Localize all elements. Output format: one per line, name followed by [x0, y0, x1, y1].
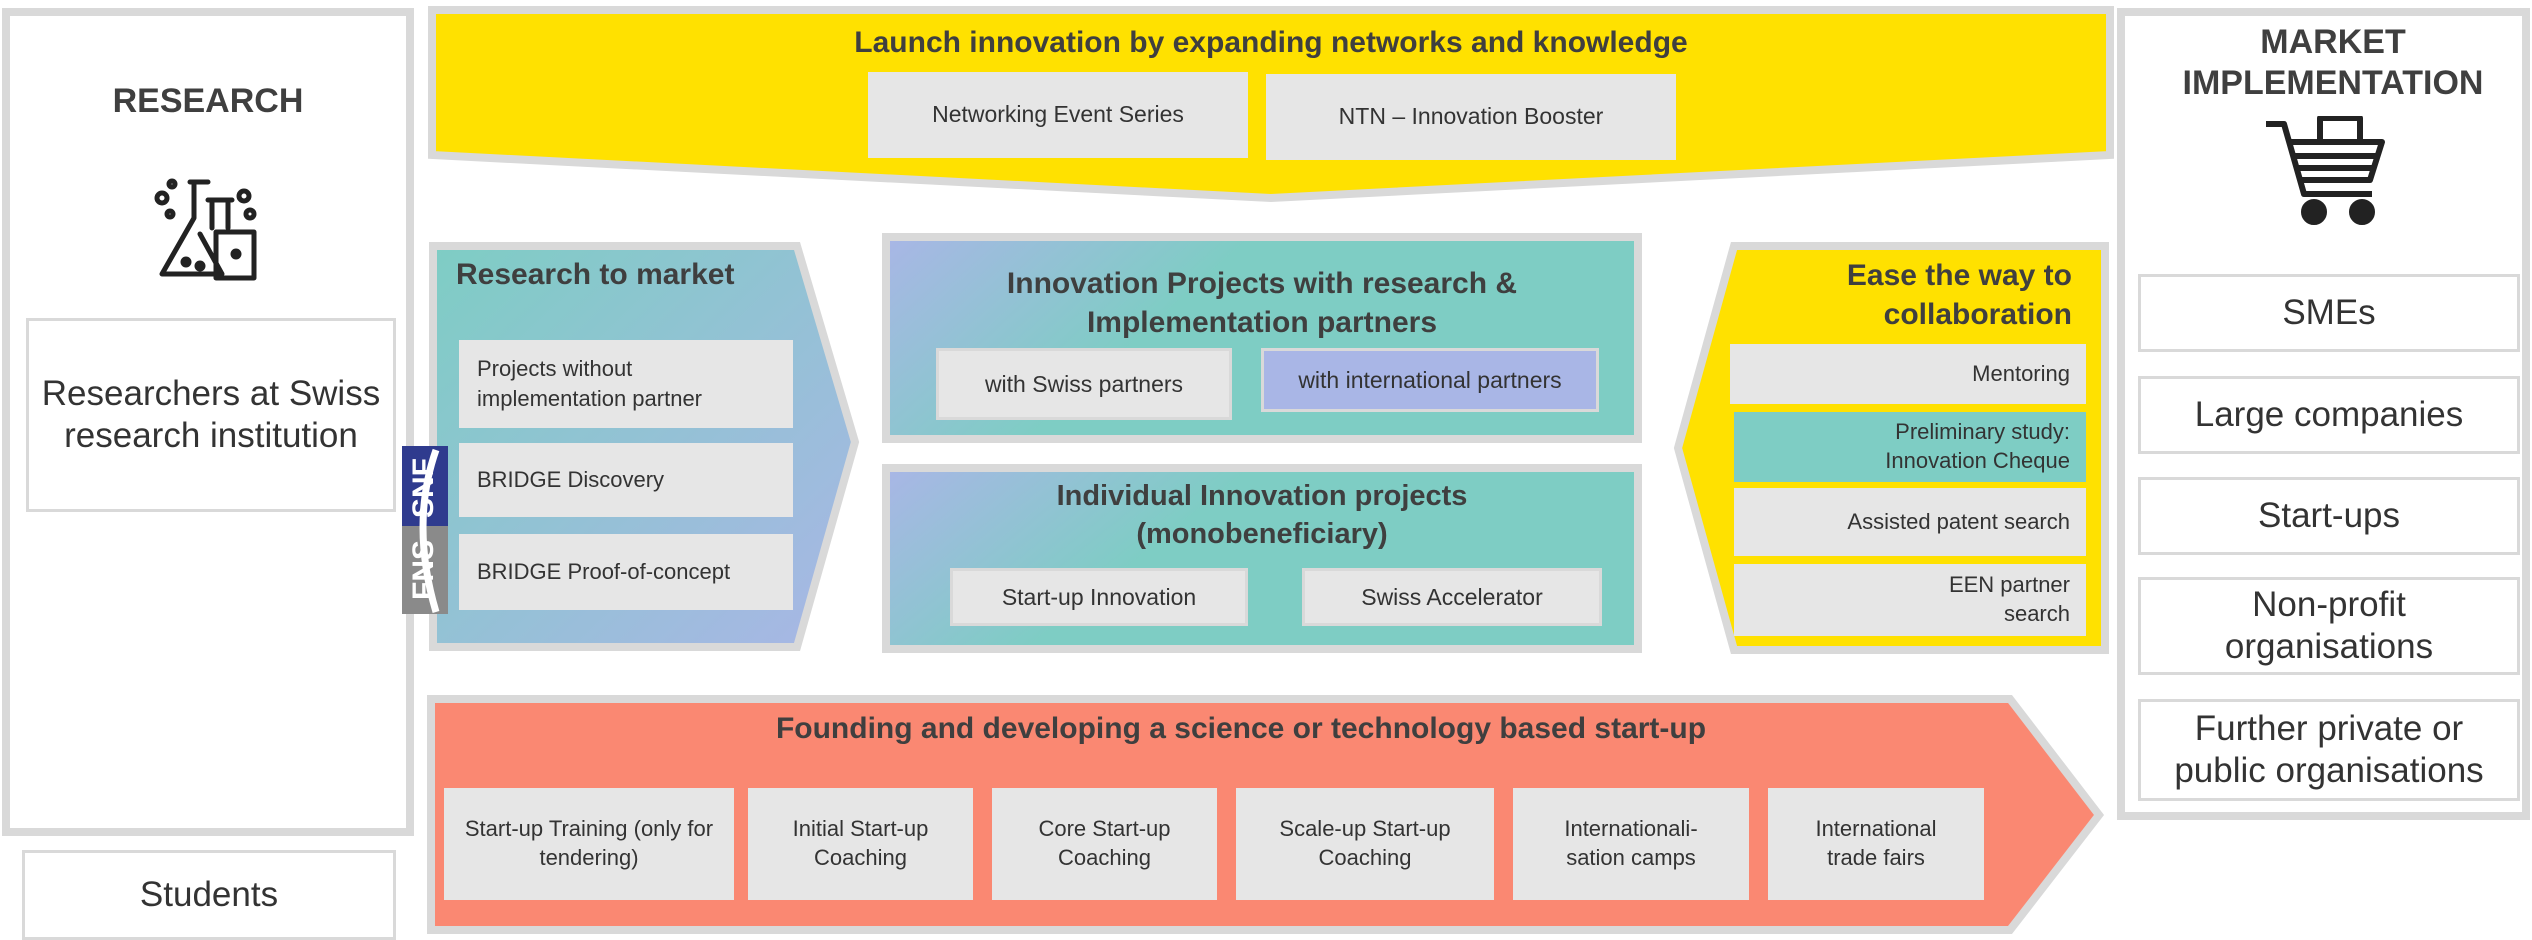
fns-snf-logo: SNF FNS: [400, 444, 450, 616]
individual-item-start-up-innovation: Start-up Innovation: [950, 568, 1248, 626]
svg-text:FNS: FNS: [407, 540, 440, 600]
ease-item-label: Mentoring: [1972, 360, 2070, 386]
ip-item-swiss-partners: with Swiss partners: [936, 348, 1232, 420]
ease-item-mentoring: Mentoring: [1730, 344, 2086, 404]
market-item-label: Further private or public organisations: [2174, 709, 2484, 790]
founding-item-label: Initial Start-up Coaching: [792, 816, 929, 870]
founding-item-scale-up-coaching: Scale-up Start-up Coaching: [1236, 788, 1494, 900]
founding-item-internationalisation-camps: Internationali-sation camps: [1513, 788, 1749, 900]
rtm-item-bridge-discovery: BRIDGE Discovery: [459, 443, 793, 517]
ip-item-international-partners: with international partners: [1261, 348, 1599, 412]
students-box: Students: [22, 850, 396, 940]
launch-title: Launch innovation by expanding networks …: [854, 26, 1688, 59]
individual-item-swiss-accelerator: Swiss Accelerator: [1302, 568, 1602, 626]
launch-item-label: NTN – Innovation Booster: [1338, 103, 1604, 130]
market-item-large-companies: Large companies: [2138, 376, 2520, 454]
market-item-smes: SMEs: [2138, 274, 2520, 352]
market-title: MARKET IMPLEMENTATION: [2182, 23, 2484, 103]
researchers-label: Researchers at Swiss research institutio…: [41, 374, 381, 455]
market-item-label: Non-profit organisations: [2224, 585, 2434, 666]
rtm-item-label: BRIDGE Discovery: [477, 466, 665, 492]
founding-item-label: Start-up Training (only for tendering): [464, 816, 714, 870]
founding-item-core-coaching: Core Start-up Coaching: [992, 788, 1217, 900]
rtm-item-label: BRIDGE Proof-of-concept: [477, 558, 731, 584]
ip-item-label: with international partners: [1298, 366, 1562, 393]
individual-item-label: Swiss Accelerator: [1361, 583, 1543, 610]
ease-item-een-partner-search: EEN partner search: [1734, 564, 2086, 636]
shopping-cart-icon: [2264, 115, 2388, 226]
market-item-start-ups: Start-ups: [2138, 477, 2520, 555]
individual-item-label: Start-up Innovation: [1001, 583, 1197, 610]
ip-item-label: with Swiss partners: [984, 370, 1184, 397]
lab-flask-icon: [150, 170, 266, 286]
founding-title: Founding and developing a science or tec…: [775, 712, 1707, 745]
ease-item-label: Preliminary study: Innovation Cheque: [1885, 419, 2070, 473]
founding-item-initial-coaching: Initial Start-up Coaching: [748, 788, 973, 900]
market-item-label: Start-ups: [2258, 496, 2400, 535]
ease-title: Ease the way to collaboration: [1846, 259, 2072, 331]
ease-item-patent-search: Assisted patent search: [1734, 488, 2086, 556]
founding-item-label: Scale-up Start-up Coaching: [1279, 816, 1451, 870]
launch-item-networking: Networking Event Series: [868, 72, 1248, 158]
researchers-box: Researchers at Swiss research institutio…: [26, 318, 396, 512]
research-to-market-title: Research to market: [456, 258, 735, 291]
founding-item-label: Internationali-sation camps: [1564, 816, 1698, 870]
innovation-projects-title: Innovation Projects with research & Impl…: [1006, 267, 1518, 339]
founding-item-start-up-training: Start-up Training (only for tendering): [444, 788, 734, 900]
founding-item-trade-fairs: International trade fairs: [1768, 788, 1984, 900]
market-item-label: SMEs: [2282, 293, 2376, 332]
market-item-label: Large companies: [2194, 395, 2464, 434]
market-item-non-profit: Non-profit organisations: [2138, 577, 2520, 675]
founding-item-label: Core Start-up Coaching: [1038, 816, 1171, 870]
rtm-item-label: Projects without implementation partner: [477, 356, 703, 411]
launch-item-label: Networking Event Series: [932, 101, 1184, 128]
students-label: Students: [139, 875, 279, 914]
rtm-item-bridge-poc: BRIDGE Proof-of-concept: [459, 534, 793, 610]
individual-projects-title: Individual Innovation projects (monobene…: [1056, 480, 1468, 550]
launch-item-ntn: NTN – Innovation Booster: [1266, 74, 1676, 160]
market-item-further-organisations: Further private or public organisations: [2138, 699, 2520, 801]
svg-text:SNF: SNF: [407, 458, 440, 518]
rtm-item-projects-without-partner: Projects without implementation partner: [459, 340, 793, 428]
research-title: RESEARCH: [112, 82, 304, 120]
founding-item-label: International trade fairs: [1815, 816, 1937, 870]
ease-item-innovation-cheque: Preliminary study: Innovation Cheque: [1734, 412, 2086, 482]
ease-item-label: EEN partner search: [1948, 572, 2070, 626]
ease-item-label: Assisted patent search: [1847, 508, 2070, 534]
